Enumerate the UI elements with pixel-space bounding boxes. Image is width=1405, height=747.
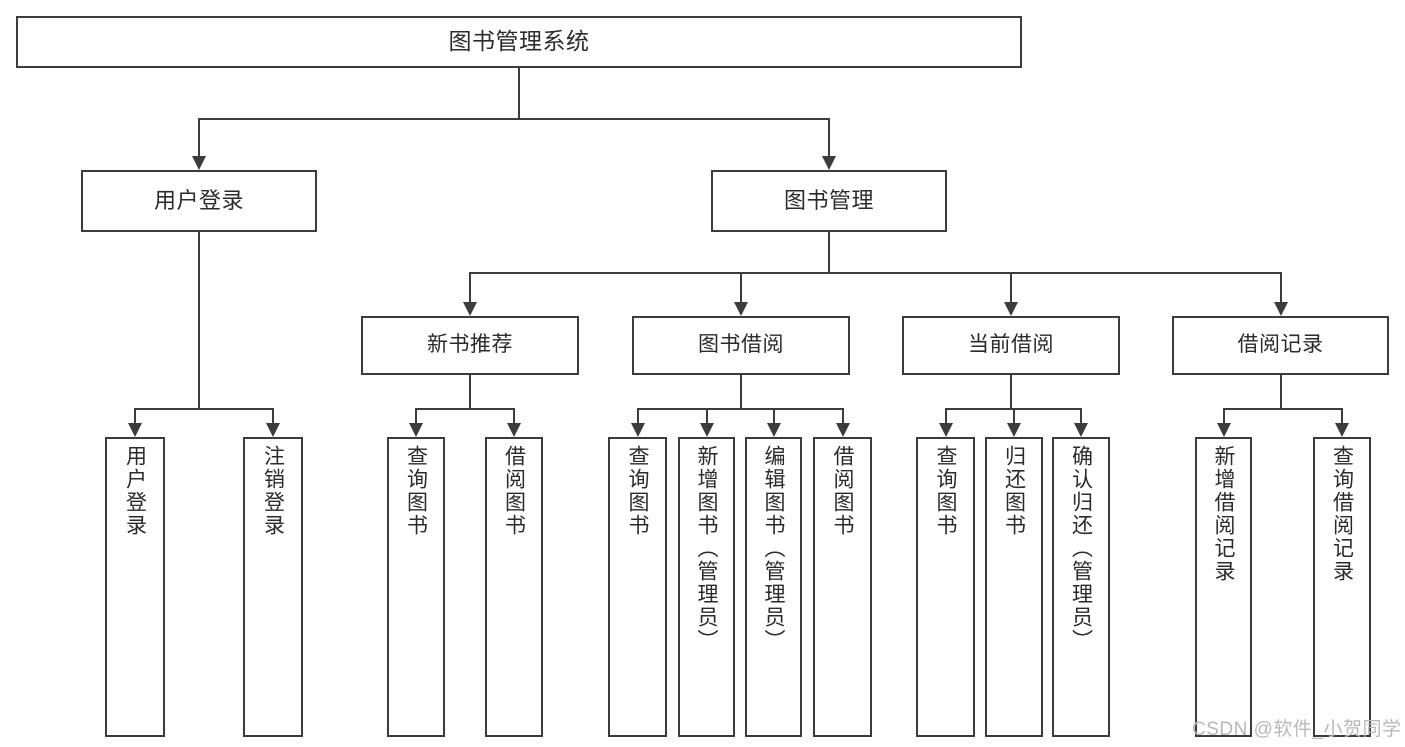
connector-drop [772, 408, 775, 423]
leaf-node-label: 查询借阅记录 [1330, 445, 1354, 583]
leaf-node[interactable]: 新增借阅记录 [1195, 437, 1252, 737]
connector-drop [272, 408, 274, 423]
connector-arrowhead [128, 423, 142, 437]
node-book-management-label: 图书管理 [783, 188, 874, 214]
node-user-login-label: 用户登录 [153, 188, 244, 214]
connector-arrowhead [822, 156, 836, 170]
connector-bus [415, 408, 515, 410]
leaf-node[interactable]: 查询借阅记录 [1313, 437, 1371, 737]
node-user-login[interactable]: 用户登录 [81, 170, 317, 232]
connector-trunk [828, 232, 830, 272]
leaf-node-label: 用户登录 [123, 445, 147, 537]
connector-arrowhead [409, 423, 423, 437]
connector-drop [636, 408, 639, 423]
connector-arrowhead [266, 423, 280, 437]
leaf-node-label: 编辑图书（管理员） [762, 445, 785, 652]
node-new-book-recommend-label: 新书推荐 [427, 333, 513, 357]
leaf-node-label: 借阅图书 [831, 445, 854, 537]
connector-arrowhead [630, 423, 645, 437]
connector-drop [1010, 272, 1012, 302]
connector-drop [1279, 272, 1282, 302]
leaf-node[interactable]: 注销登录 [243, 437, 303, 737]
connector-arrowhead [699, 423, 714, 437]
connector-trunk [740, 375, 742, 408]
leaf-node-label: 注销登录 [261, 445, 285, 537]
leaf-node-label: 查询图书 [934, 445, 957, 537]
leaf-node[interactable]: 查询图书 [916, 437, 975, 737]
node-borrow-record-label: 借阅记录 [1237, 333, 1324, 357]
connector-drop [1341, 408, 1343, 423]
leaf-node[interactable]: 借阅图书 [813, 437, 872, 737]
node-new-book-recommend[interactable]: 新书推荐 [361, 316, 579, 375]
leaf-node-label: 新增图书（管理员） [695, 445, 718, 652]
connector-drop [415, 408, 417, 423]
connector-drop [705, 408, 708, 423]
node-book-borrow[interactable]: 图书借阅 [632, 316, 850, 375]
connector-arrowhead [192, 156, 206, 170]
node-current-borrow-label: 当前借阅 [968, 333, 1054, 357]
connector-arrowhead [507, 423, 521, 437]
connector-drop [740, 272, 742, 302]
connector-arrowhead [1074, 423, 1088, 437]
connector-bus [636, 408, 844, 410]
connector-drop [828, 118, 830, 156]
connector-drop [513, 408, 515, 423]
connector-drop [469, 272, 471, 302]
leaf-node-label: 归还图书 [1002, 445, 1026, 537]
connector-arrowhead [1335, 423, 1349, 437]
connector-arrowhead [1216, 423, 1231, 437]
leaf-node-label: 查询图书 [626, 445, 649, 537]
connector-drop [1222, 408, 1225, 423]
connector-trunk [1279, 375, 1282, 408]
leaf-node[interactable]: 用户登录 [105, 437, 165, 737]
leaf-node-label: 确认归还（管理员） [1069, 445, 1093, 652]
connector-arrowhead [766, 423, 781, 437]
connector-arrowhead [1007, 423, 1021, 437]
node-root[interactable]: 图书管理系统 [16, 16, 1022, 68]
connector-arrowhead [1273, 302, 1288, 316]
leaf-node[interactable]: 新增图书（管理员） [678, 437, 735, 737]
connector-drop [1080, 408, 1082, 423]
leaf-node-label: 新增借阅记录 [1212, 445, 1235, 583]
node-book-borrow-label: 图书借阅 [698, 333, 784, 357]
connector-bus [198, 118, 830, 120]
connector-drop [198, 118, 200, 156]
connector-bus [1222, 408, 1343, 410]
connector-arrowhead [938, 423, 953, 437]
leaf-node-label: 借阅图书 [502, 445, 526, 537]
leaf-node[interactable]: 查询图书 [608, 437, 667, 737]
leaf-node[interactable]: 查询图书 [387, 437, 445, 737]
node-borrow-record[interactable]: 借阅记录 [1172, 316, 1389, 375]
connector-arrowhead [463, 302, 477, 316]
connector-drop [944, 408, 947, 423]
connector-drop [134, 408, 136, 423]
connector-arrowhead [734, 302, 748, 316]
connector-trunk [198, 232, 200, 408]
connector-drop [1013, 408, 1015, 423]
leaf-node[interactable]: 归还图书 [985, 437, 1043, 737]
node-root-label: 图书管理系统 [448, 28, 590, 55]
connector-arrowhead [1004, 302, 1018, 316]
connector-bus [134, 408, 274, 410]
leaf-node-label: 查询图书 [404, 445, 428, 537]
leaf-node[interactable]: 确认归还（管理员） [1052, 437, 1110, 737]
node-current-borrow[interactable]: 当前借阅 [902, 316, 1120, 375]
connector-trunk [518, 68, 520, 118]
connector-trunk [469, 375, 471, 408]
leaf-node[interactable]: 借阅图书 [485, 437, 543, 737]
node-book-management[interactable]: 图书管理 [711, 170, 947, 232]
connector-bus [469, 272, 1282, 274]
leaf-node[interactable]: 编辑图书（管理员） [745, 437, 802, 737]
connector-drop [841, 408, 844, 423]
connector-trunk [1010, 375, 1012, 408]
connector-arrowhead [835, 423, 850, 437]
